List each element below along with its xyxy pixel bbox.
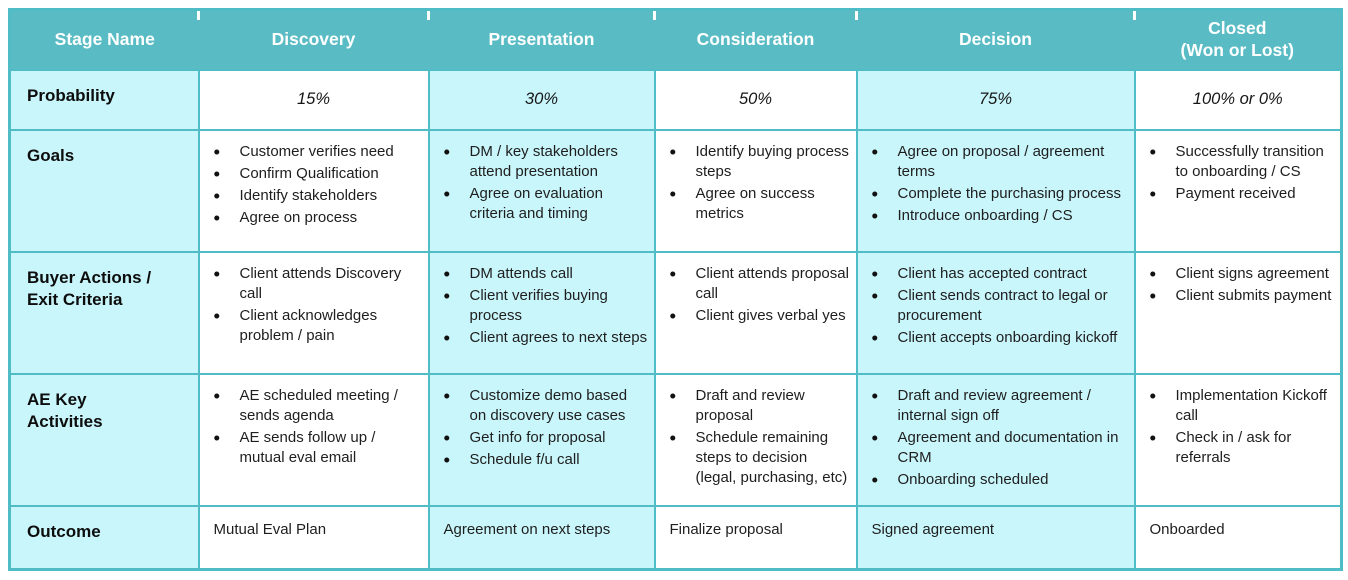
cell-buyer-actions-discovery: Client attends Discovery callClient ackn… <box>197 250 430 375</box>
cell-goals-discovery: Customer verifies needConfirm Qualificat… <box>197 128 430 253</box>
cell-ae-activities-decision: Draft and review agreement / internal si… <box>855 372 1136 507</box>
bullet-item: Draft and review proposal <box>662 386 850 426</box>
bullet-item: Schedule remaining steps to decision (le… <box>662 428 850 488</box>
bullet-item: Agree on process <box>206 208 422 228</box>
cell-probability-presentation: 30% <box>427 68 656 131</box>
row-label-outcome: Outcome <box>8 504 200 571</box>
bullet-list: Identify buying process stepsAgree on su… <box>662 142 850 224</box>
bullet-item: Confirm Qualification <box>206 164 422 184</box>
bullet-item: Client gives verbal yes <box>662 306 850 326</box>
cell-ae-activities-discovery: AE scheduled meeting / sends agendaAE se… <box>197 372 430 507</box>
bullet-item: Agree on success metrics <box>662 184 850 224</box>
bullet-list: Client attends proposal callClient gives… <box>662 264 850 326</box>
bullet-item: Client verifies buying process <box>436 286 648 326</box>
row-label-probability: Probability <box>8 68 200 131</box>
bullet-list: Draft and review agreement / internal si… <box>864 386 1128 490</box>
bullet-list: Agree on proposal / agreement termsCompl… <box>864 142 1128 226</box>
bullet-item: Onboarding scheduled <box>864 470 1128 490</box>
cell-ae-activities-closed: Implementation Kickoff callCheck in / as… <box>1133 372 1343 507</box>
bullet-item: Agreement and documentation in CRM <box>864 428 1128 468</box>
bullet-list: Customer verifies needConfirm Qualificat… <box>206 142 422 228</box>
cell-outcome-closed: Onboarded <box>1133 504 1343 571</box>
sales-stages-table: Stage Name Discovery Presentation Consid… <box>8 8 1343 571</box>
bullet-item: Agree on evaluation criteria and timing <box>436 184 648 224</box>
column-header-decision: Decision <box>854 9 1135 70</box>
row-label-goals: Goals <box>8 128 200 253</box>
cell-ae-activities-presentation: Customize demo based on discovery use ca… <box>427 372 656 507</box>
bullet-list: Client signs agreementClient submits pay… <box>1142 264 1335 306</box>
cell-probability-decision: 75% <box>855 68 1136 131</box>
bullet-list: Customize demo based on discovery use ca… <box>436 386 648 470</box>
bullet-list: Successfully transition to onboarding / … <box>1142 142 1335 204</box>
row-goals: Goals Customer verifies needConfirm Qual… <box>8 128 1343 253</box>
bullet-item: AE scheduled meeting / sends agenda <box>206 386 422 426</box>
column-header-closed: Closed (Won or Lost) <box>1132 9 1342 70</box>
row-label-ae-key-activities: AE Key Activities <box>8 372 200 507</box>
cell-ae-activities-consideration: Draft and review proposalSchedule remain… <box>653 372 858 507</box>
row-probability: Probability 15% 30% 50% 75% 100% or 0% <box>8 68 1343 131</box>
bullet-list: Client attends Discovery callClient ackn… <box>206 264 422 346</box>
row-buyer-actions: Buyer Actions / Exit Criteria Client att… <box>8 250 1343 375</box>
cell-buyer-actions-closed: Client signs agreementClient submits pay… <box>1133 250 1343 375</box>
bullet-item: Client accepts onboarding kickoff <box>864 328 1128 348</box>
bullet-item: Customize demo based on discovery use ca… <box>436 386 648 426</box>
row-outcome: Outcome Mutual Eval Plan Agreement on ne… <box>8 504 1343 571</box>
cell-buyer-actions-presentation: DM attends callClient verifies buying pr… <box>427 250 656 375</box>
cell-outcome-presentation: Agreement on next steps <box>427 504 656 571</box>
row-ae-key-activities: AE Key Activities AE scheduled meeting /… <box>8 372 1343 507</box>
column-header-stage-name: Stage Name <box>9 9 199 70</box>
column-header-consideration: Consideration <box>652 9 857 70</box>
bullet-item: Client attends Discovery call <box>206 264 422 304</box>
bullet-item: Get info for proposal <box>436 428 648 448</box>
bullet-list: DM attends callClient verifies buying pr… <box>436 264 648 348</box>
cell-buyer-actions-decision: Client has accepted contractClient sends… <box>855 250 1136 375</box>
bullet-list: DM / key stakeholders attend presentatio… <box>436 142 648 224</box>
bullet-item: Agree on proposal / agreement terms <box>864 142 1128 182</box>
bullet-item: Introduce onboarding / CS <box>864 206 1128 226</box>
bullet-list: Draft and review proposalSchedule remain… <box>662 386 850 488</box>
bullet-item: Draft and review agreement / internal si… <box>864 386 1128 426</box>
bullet-item: DM / key stakeholders attend presentatio… <box>436 142 648 182</box>
bullet-item: Client submits payment <box>1142 286 1335 306</box>
bullet-list: Client has accepted contractClient sends… <box>864 264 1128 348</box>
cell-goals-presentation: DM / key stakeholders attend presentatio… <box>427 128 656 253</box>
cell-outcome-consideration: Finalize proposal <box>653 504 858 571</box>
bullet-item: Customer verifies need <box>206 142 422 162</box>
cell-outcome-discovery: Mutual Eval Plan <box>197 504 430 571</box>
bullet-item: Implementation Kickoff call <box>1142 386 1335 426</box>
bullet-item: Client agrees to next steps <box>436 328 648 348</box>
row-label-buyer-actions: Buyer Actions / Exit Criteria <box>8 250 200 375</box>
bullet-item: Check in / ask for referrals <box>1142 428 1335 468</box>
column-header-presentation: Presentation <box>426 9 655 70</box>
cell-goals-decision: Agree on proposal / agreement termsCompl… <box>855 128 1136 253</box>
cell-goals-closed: Successfully transition to onboarding / … <box>1133 128 1343 253</box>
bullet-item: Client signs agreement <box>1142 264 1335 284</box>
cell-outcome-decision: Signed agreement <box>855 504 1136 571</box>
header-row: Stage Name Discovery Presentation Consid… <box>9 9 1342 70</box>
bullet-list: Implementation Kickoff callCheck in / as… <box>1142 386 1335 468</box>
bullet-item: Identify stakeholders <box>206 186 422 206</box>
bullet-item: Successfully transition to onboarding / … <box>1142 142 1335 182</box>
cell-goals-consideration: Identify buying process stepsAgree on su… <box>653 128 858 253</box>
cell-probability-discovery: 15% <box>197 68 430 131</box>
bullet-item: Identify buying process steps <box>662 142 850 182</box>
bullet-item: AE sends follow up / mutual eval email <box>206 428 422 468</box>
column-header-discovery: Discovery <box>196 9 429 70</box>
bullet-list: AE scheduled meeting / sends agendaAE se… <box>206 386 422 468</box>
bullet-item: Client has accepted contract <box>864 264 1128 284</box>
bullet-item: Complete the purchasing process <box>864 184 1128 204</box>
bullet-item: DM attends call <box>436 264 648 284</box>
bullet-item: Client acknowledges problem / pain <box>206 306 422 346</box>
bullet-item: Client sends contract to legal or procur… <box>864 286 1128 326</box>
bullet-item: Client attends proposal call <box>662 264 850 304</box>
bullet-item: Payment received <box>1142 184 1335 204</box>
cell-buyer-actions-consideration: Client attends proposal callClient gives… <box>653 250 858 375</box>
cell-probability-closed: 100% or 0% <box>1133 68 1343 131</box>
bullet-item: Schedule f/u call <box>436 450 648 470</box>
cell-probability-consideration: 50% <box>653 68 858 131</box>
